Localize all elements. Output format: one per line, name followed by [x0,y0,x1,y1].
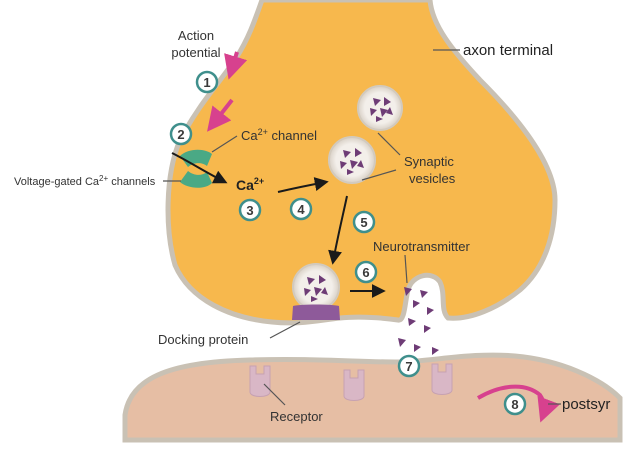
leader-lines [163,49,561,406]
vesicle-migration-arrow [328,195,348,265]
step-marker-3: 3 [238,198,262,222]
svg-text:2: 2 [177,127,184,142]
synaptic-vesicle-top [357,85,403,131]
docking-protein-label: Docking protein [158,332,248,347]
step-marker-8: 8 [503,392,527,416]
receptor-left [249,365,271,397]
action-potential-label-line1: Action [178,28,214,43]
step-marker-6: 6 [354,260,378,284]
svg-text:4: 4 [297,202,305,217]
svg-text:6: 6 [362,265,369,280]
receptor-label: Receptor [270,409,323,424]
receptor-right [431,363,453,395]
voltage-gated-channels-label: Voltage-gated Ca2+ channels [14,174,156,188]
calcium-entry-arrow [171,152,228,184]
docking-protein [292,304,340,320]
receptor-middle [343,369,365,401]
step-marker-5: 5 [352,210,376,234]
postsynaptic-signal-arrow [476,384,560,423]
action-potential-arrow-upper [224,51,248,80]
synaptic-vesicle-middle [328,136,376,184]
neurotransmitter-molecules [398,287,439,355]
neurotransmitter-label: Neurotransmitter [373,239,470,254]
postsynaptic-cell [122,352,623,443]
svg-text:7: 7 [405,359,412,374]
svg-text:5: 5 [360,215,367,230]
step-marker-7: 7 [397,354,421,378]
synaptic-vesicle-docked [292,263,340,311]
step-marker-1: 1 [195,70,219,94]
synaptic-vesicles-label-line1: Synaptic [404,154,454,169]
step-marker-2: 2 [169,122,193,146]
step-marker-4: 4 [289,197,313,221]
action-potential-arrow-lower [207,98,234,132]
calcium-channel-lower [180,171,212,188]
svg-text:3: 3 [246,203,253,218]
action-potential-label-line2: potential [171,45,220,60]
postsynaptic-label: postsyr [562,396,610,413]
synaptic-vesicles-label-line2: vesicles [409,171,456,186]
ca-channel-label: Ca2+ channel [241,127,317,143]
calcium-to-vesicle-arrow [277,177,329,193]
svg-text:1: 1 [203,75,210,90]
axon-terminal-label: axon terminal [463,42,553,59]
calcium-ion-label: Ca2+ [236,176,264,193]
svg-text:8: 8 [511,397,518,412]
